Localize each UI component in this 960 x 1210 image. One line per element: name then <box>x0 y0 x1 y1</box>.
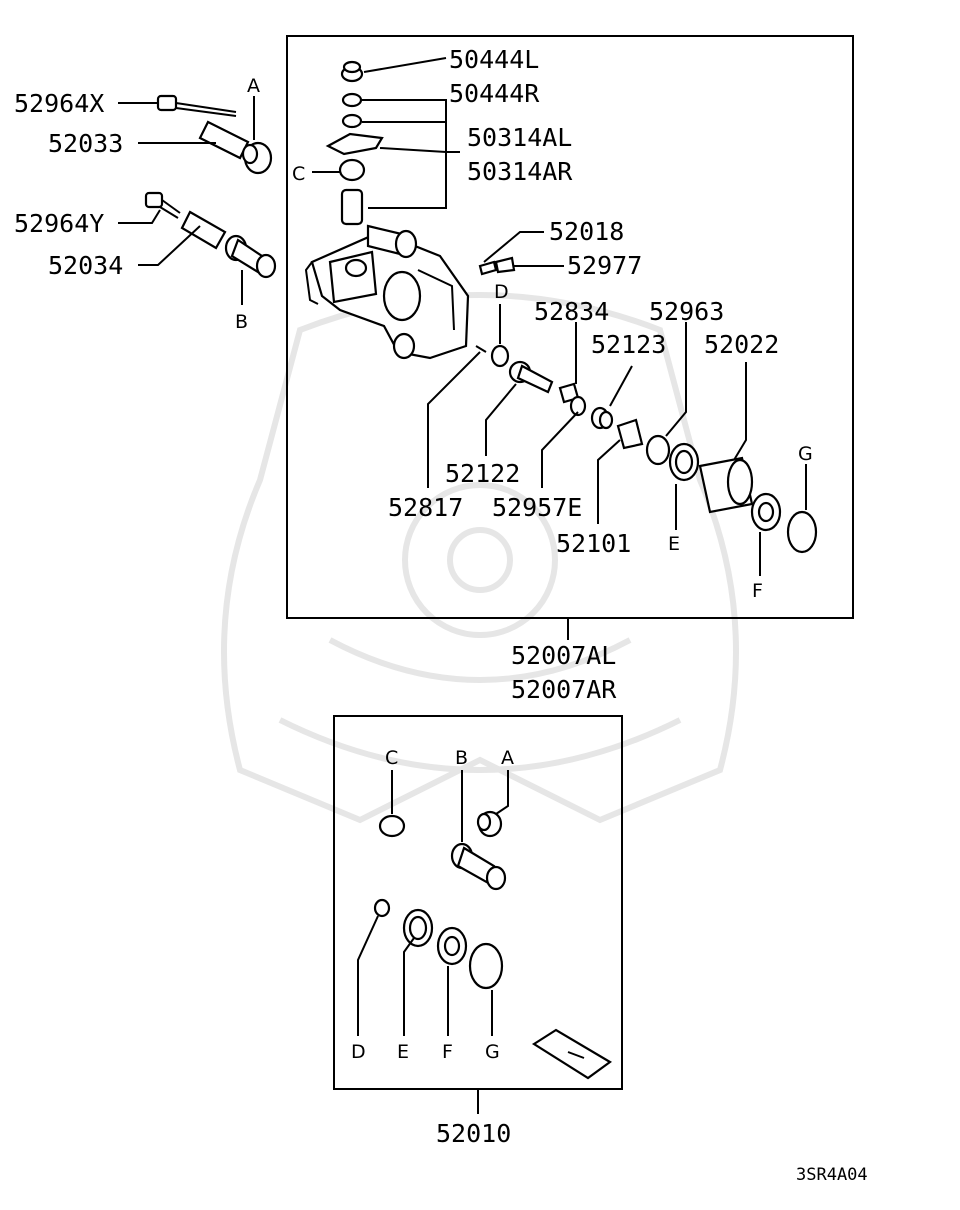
kit-ring-d <box>373 898 391 918</box>
label-50314ar: 50314AR <box>467 157 573 186</box>
label-52101: 52101 <box>556 529 631 558</box>
kit-boot-f <box>436 926 468 966</box>
boot-b <box>224 234 277 279</box>
kit-letter-c: C <box>385 747 398 769</box>
pin-52817 <box>475 345 487 353</box>
kit-cap-c <box>378 814 406 838</box>
label-50444l: 50444L <box>449 45 539 74</box>
kit-letter-f: F <box>442 1041 453 1063</box>
boot-f <box>750 492 782 532</box>
nut-52957e <box>569 395 587 417</box>
label-52018: 52018 <box>549 217 624 246</box>
watermark-emblem <box>221 292 739 824</box>
letter-f: F <box>752 580 763 602</box>
bracket-50314 <box>325 132 384 156</box>
caliper-body <box>304 224 470 360</box>
snap-ring-52963 <box>645 434 671 466</box>
spring-52123 <box>590 406 614 430</box>
label-52817: 52817 <box>388 493 463 522</box>
letter-a-outside: A <box>247 75 260 97</box>
bleeder-screw <box>340 188 364 226</box>
bleeder-cap <box>340 60 364 83</box>
kit-boot-a <box>476 810 503 838</box>
label-50314al: 50314AL <box>467 123 572 152</box>
label-52007ar: 52007AR <box>511 675 617 704</box>
letter-g: G <box>798 443 813 465</box>
seal-e <box>668 442 700 482</box>
letter-e: E <box>668 533 680 555</box>
cap-c <box>338 158 366 182</box>
label-52964x: 52964X <box>14 89 104 118</box>
label-52122: 52122 <box>445 459 520 488</box>
kit-letter-e: E <box>397 1041 409 1063</box>
label-52033: 52033 <box>48 129 123 158</box>
letter-d: D <box>494 281 509 303</box>
label-52034: 52034 <box>48 251 123 280</box>
diagram-code: 3SR4A04 <box>796 1165 868 1185</box>
boot-a <box>241 141 273 175</box>
label-52977: 52977 <box>567 251 642 280</box>
adjuster-52122 <box>508 360 554 394</box>
kit-letter-a: A <box>501 747 514 769</box>
label-52010: 52010 <box>436 1119 511 1148</box>
label-52123: 52123 <box>591 330 666 359</box>
piston-52022 <box>698 456 754 514</box>
pin-52034 <box>180 210 227 250</box>
plate-52101 <box>616 418 644 450</box>
caliper-assembly-box <box>286 35 854 619</box>
label-52964y: 52964Y <box>14 209 104 238</box>
letter-c: C <box>292 163 305 185</box>
ring-g <box>786 510 818 554</box>
bolt-52964y <box>144 191 181 219</box>
kit-letter-g: G <box>485 1041 500 1063</box>
ring-d <box>490 344 510 368</box>
bleeder-nut <box>341 92 363 108</box>
label-52834: 52834 <box>534 297 609 326</box>
letter-b-outside: B <box>235 311 248 333</box>
pin-52033 <box>198 120 250 160</box>
kit-seal-e <box>402 908 434 948</box>
label-52957e: 52957E <box>492 493 582 522</box>
bleeder-52018 <box>478 260 498 276</box>
cap-52977 <box>494 256 516 274</box>
label-52963: 52963 <box>649 297 724 326</box>
kit-letter-b: B <box>455 747 468 769</box>
label-52007al: 52007AL <box>511 641 616 670</box>
kit-boot-b <box>450 842 507 891</box>
bolt-52964x <box>156 94 237 117</box>
grease-packet <box>531 1028 612 1080</box>
label-50444r: 50444R <box>449 79 540 108</box>
kit-letter-d: D <box>351 1041 366 1063</box>
washer <box>341 113 363 129</box>
kit-ring-g <box>468 942 504 990</box>
label-52022: 52022 <box>704 330 779 359</box>
